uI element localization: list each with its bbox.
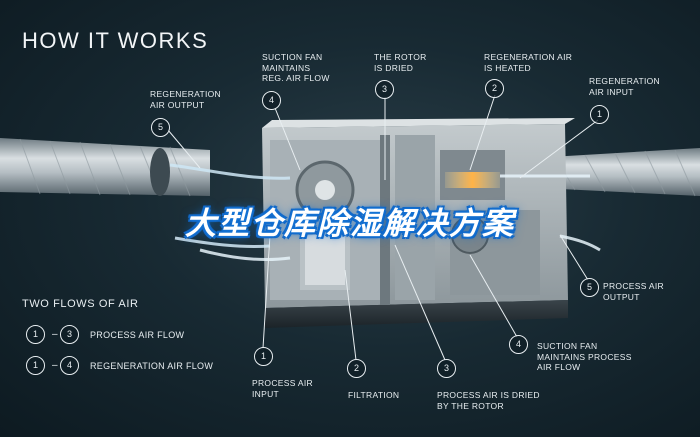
callout-filtration: FILTRATION	[348, 390, 400, 400]
legend-dash: –	[52, 360, 58, 371]
machine-body	[262, 118, 575, 328]
callout-number: 5	[580, 278, 599, 297]
callout-number: 4	[509, 335, 528, 354]
legend-from-number: 1	[26, 356, 45, 375]
legend-dash: –	[52, 329, 58, 340]
callout-regen-air-output: REGENERATION AIR OUTPUT	[150, 89, 221, 110]
legend-to-number: 4	[60, 356, 79, 375]
air-flow-arrows	[169, 163, 601, 262]
callout-process-air-output: PROCESS AIR OUTPUT	[603, 281, 664, 302]
callout-number: 3	[375, 80, 394, 99]
callout-number: 5	[151, 118, 170, 137]
legend-to-number: 3	[60, 325, 79, 344]
callout-suction-fan-process: SUCTION FAN MAINTAINS PROCESS AIR FLOW	[537, 341, 632, 372]
callout-process-air-input: PROCESS AIR INPUT	[252, 378, 313, 399]
callout-process-air-dried: PROCESS AIR IS DRIED BY THE ROTOR	[437, 390, 540, 411]
callout-suction-fan-regen: SUCTION FAN MAINTAINS REG. AIR FLOW	[262, 52, 330, 83]
leader-lines	[167, 94, 599, 361]
callout-rotor-dried: THE ROTOR IS DRIED	[374, 52, 427, 73]
callout-number: 1	[254, 347, 273, 366]
legend-label: PROCESS AIR FLOW	[90, 330, 185, 340]
callout-number: 1	[590, 105, 609, 124]
banner-title: 大型仓库除湿解决方案	[185, 206, 515, 241]
legend-label: REGENERATION AIR FLOW	[90, 361, 214, 371]
callout-number: 4	[262, 91, 281, 110]
left-duct	[0, 138, 210, 197]
page-title: HOW IT WORKS	[22, 28, 209, 53]
legend-title: TWO FLOWS OF AIR	[22, 298, 139, 310]
callout-regen-air-input: REGENERATION AIR INPUT	[589, 76, 660, 97]
callout-regen-air-heated: REGENERATION AIR IS HEATED	[484, 52, 573, 73]
callout-number: 2	[347, 359, 366, 378]
legend-from-number: 1	[26, 325, 45, 344]
callout-number: 3	[437, 359, 456, 378]
callout-number: 2	[485, 79, 504, 98]
